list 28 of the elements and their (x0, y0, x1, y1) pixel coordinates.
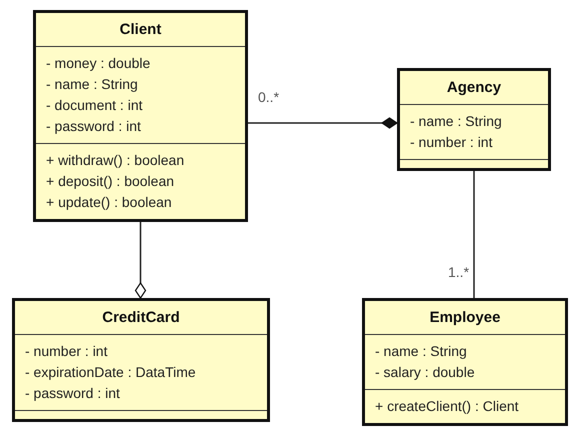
member-text: + withdraw() : boolean (46, 151, 184, 170)
member-text: - name : String (410, 112, 502, 131)
member-text: + update() : boolean (46, 193, 172, 212)
class-box (33, 10, 248, 222)
multiplicity-label: 0..* (258, 89, 280, 105)
association-line (473, 171, 475, 298)
member-text: - expirationDate : DataTime (25, 363, 196, 382)
member-text: - money : double (46, 54, 150, 73)
member-text: - name : String (46, 75, 138, 94)
member-text: - name : String (375, 342, 467, 361)
association-line (134, 222, 146, 299)
multiplicity-label: 1..* (448, 264, 470, 280)
class-name: CreditCard (101, 308, 181, 328)
class-name: Employee (428, 308, 502, 328)
member-text: - number : int (410, 133, 492, 152)
member-text: + createClient() : Client (375, 397, 519, 416)
class-box (362, 298, 568, 426)
member-text: - document : int (46, 96, 142, 115)
member-text: + deposit() : boolean (46, 172, 174, 191)
member-text: - salary : double (375, 363, 475, 382)
class-box (12, 298, 270, 422)
class-box (397, 68, 551, 171)
member-text: - password : int (46, 117, 141, 136)
member-text: - password : int (25, 384, 120, 403)
member-text: - number : int (25, 342, 108, 361)
class-name: Agency (446, 78, 502, 98)
association-line (248, 117, 398, 129)
class-name: Client (118, 20, 162, 40)
